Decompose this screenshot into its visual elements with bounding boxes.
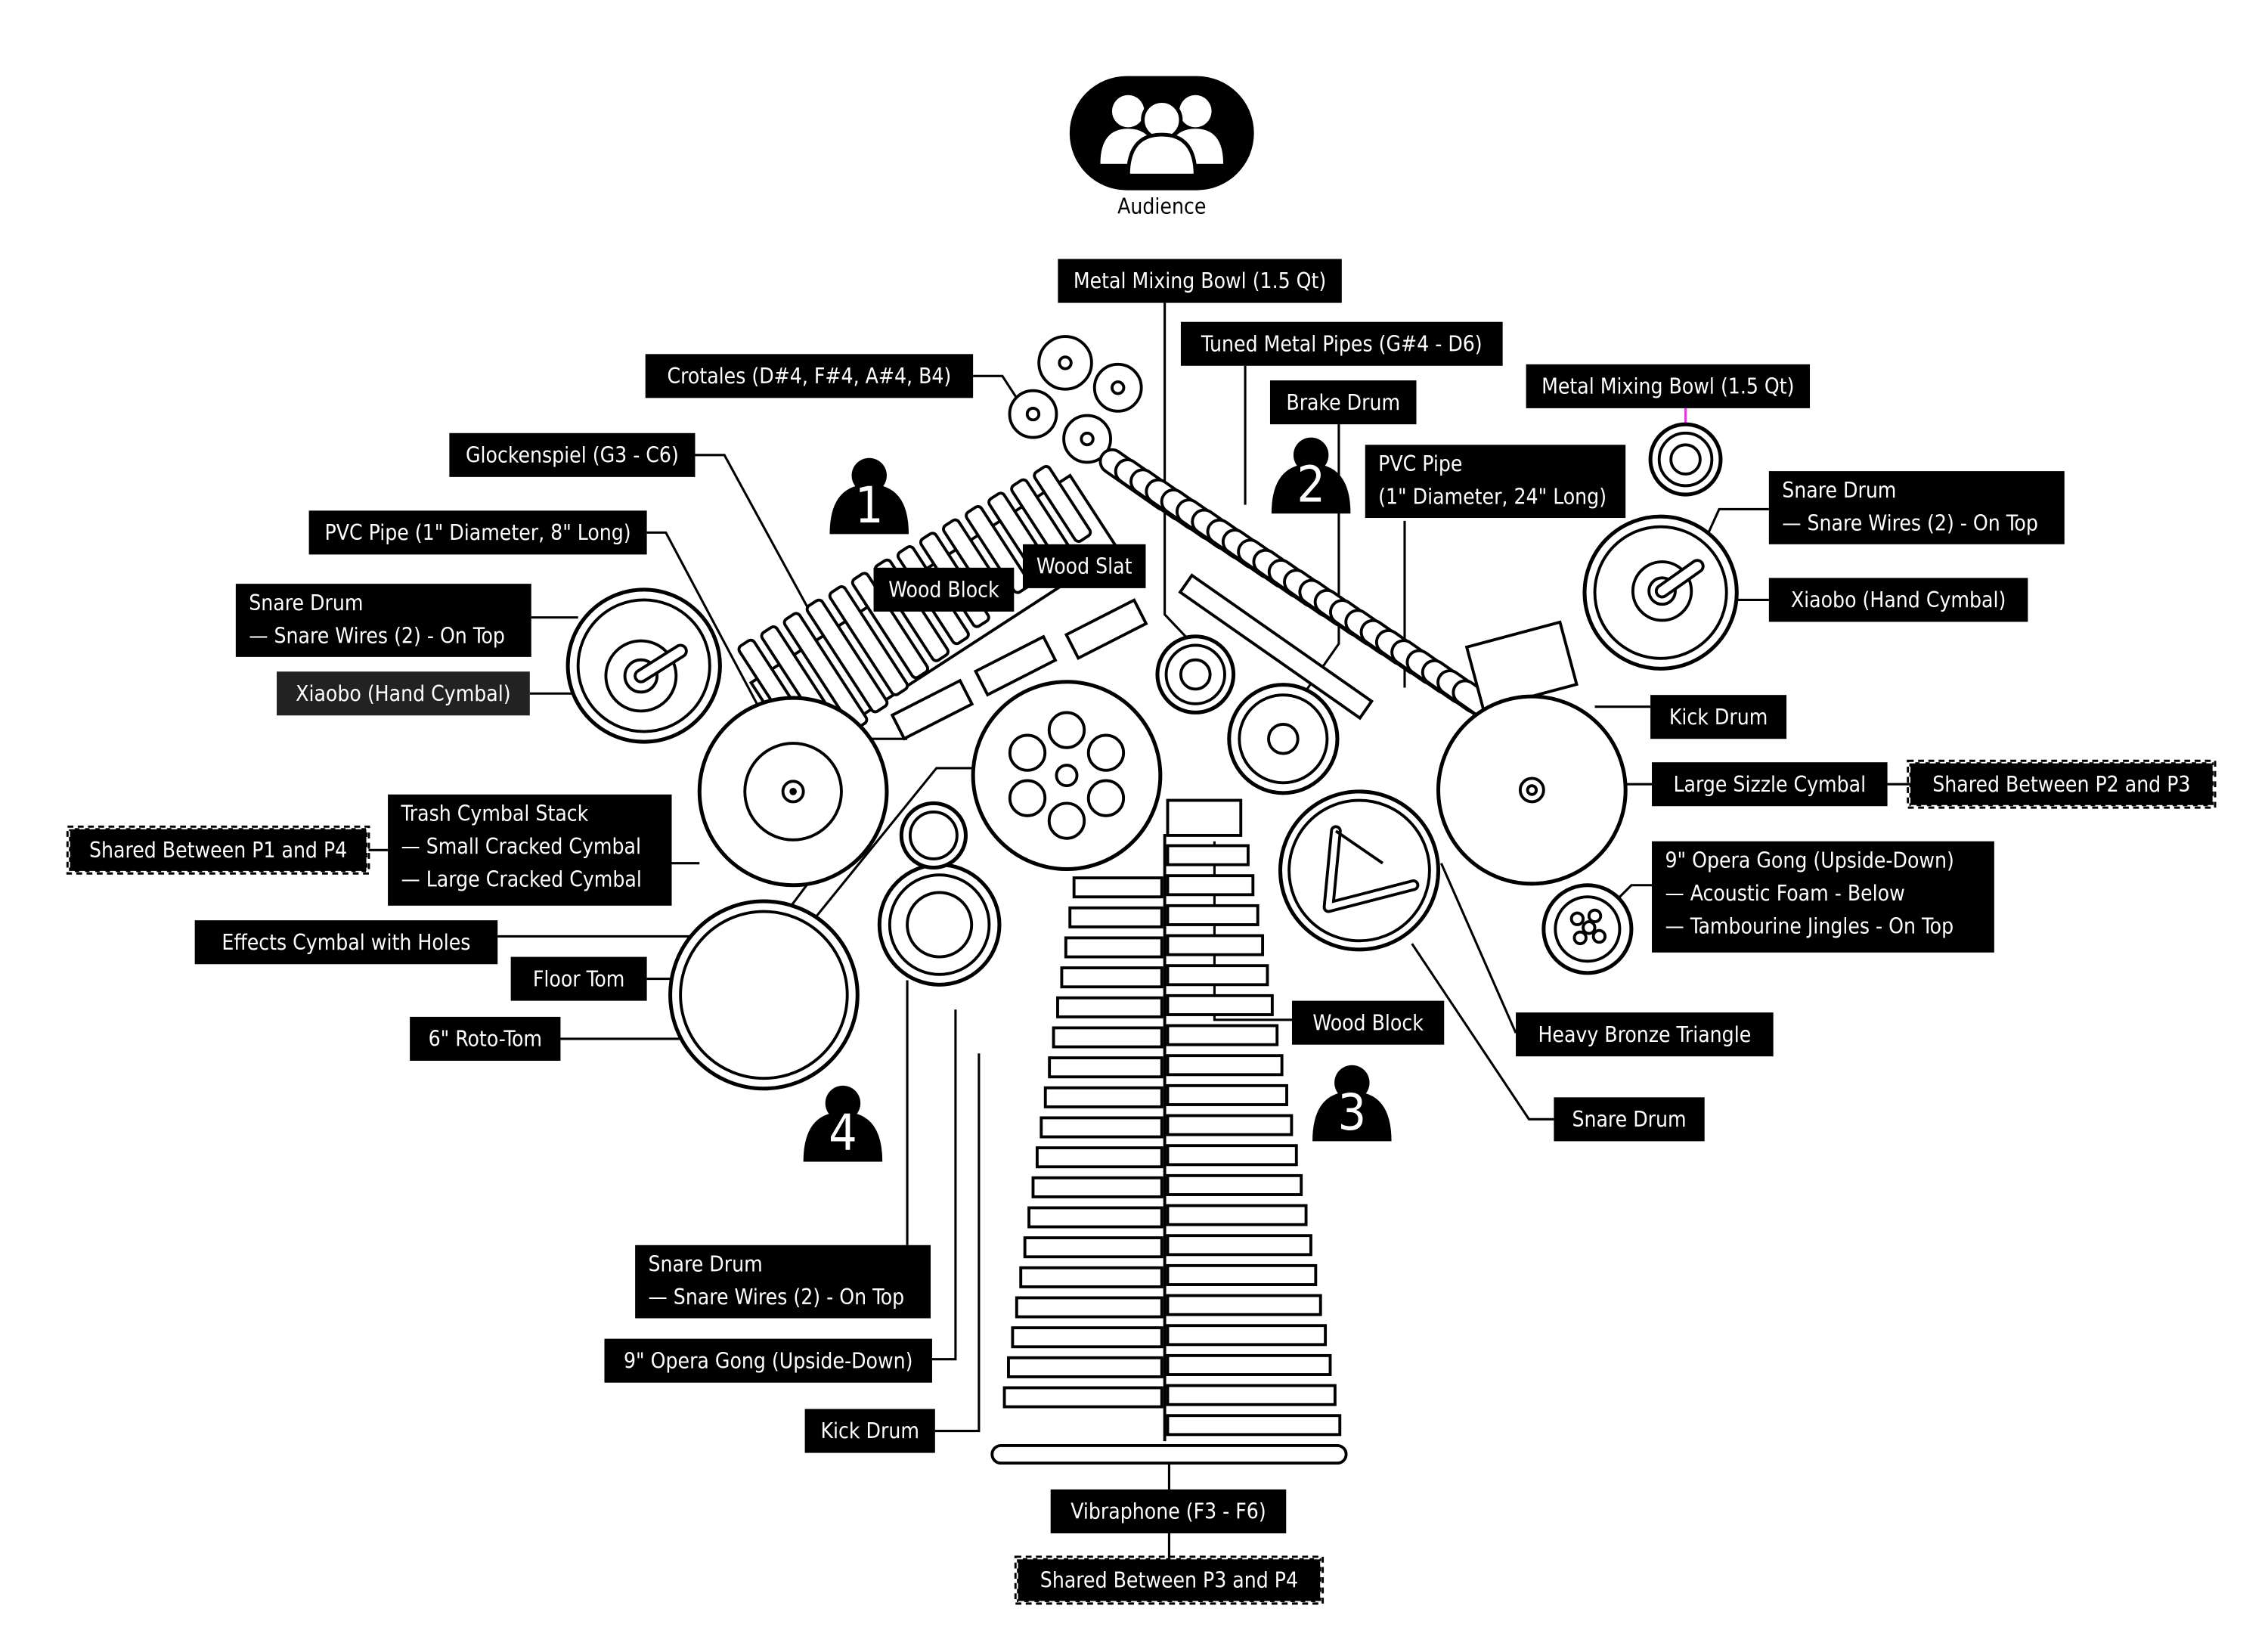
label-text: — Snare Wires (2) - On Top: [1782, 510, 2038, 535]
label-vibraphone: Vibraphone (F3 - F6): [1050, 1489, 1287, 1533]
audience-icon: [1069, 76, 1254, 191]
label-text: — Small Cracked Cymbal: [401, 834, 642, 859]
kick-drum-p2-instrument: [1436, 620, 1628, 886]
label-text: Snare Drum: [649, 1252, 763, 1277]
label-text: Large Sizzle Cymbal: [1673, 772, 1866, 797]
label-xiaobo-p2: Xiaobo (Hand Cymbal): [1768, 578, 2028, 622]
label-pvc-pipe-8: PVC Pipe (1" Diameter, 8" Long): [308, 510, 647, 555]
vibraphone-instrument: [990, 798, 1348, 1465]
label-text: Xiaobo (Hand Cymbal): [1791, 587, 2006, 612]
triangle-snare-instrument: [1278, 789, 1441, 952]
label-text: Wood Block: [1312, 1010, 1424, 1035]
player-number: 3: [1338, 1083, 1367, 1142]
player-number: 4: [829, 1104, 857, 1162]
effects-cymbal-instrument: [971, 680, 1163, 871]
label-text: Snare Drum: [1782, 478, 1896, 503]
metal-mixing-bowl-2-instrument: [1648, 422, 1723, 497]
label-text: — Acoustic Foam - Below: [1665, 881, 1904, 906]
label-text: Heavy Bronze Triangle: [1538, 1022, 1751, 1047]
label-large-sizzle-cymbal: Large Sizzle Cymbal: [1652, 762, 1888, 807]
snare-drum-p2-instrument: [1582, 514, 1739, 671]
label-text: Shared Between P2 and P3: [1932, 772, 2190, 797]
label-floor-tom: Floor Tom: [510, 956, 647, 1001]
metal-mixing-bowl-1-instrument: [1155, 634, 1236, 715]
label-kick-drum-p2: Kick Drum: [1650, 695, 1787, 739]
label-opera-gong-p4: 9" Opera Gong (Upside-Down): [604, 1338, 932, 1383]
label-text: — Snare Wires (2) - On Top: [649, 1285, 905, 1310]
label-text: Wood Block: [888, 578, 999, 603]
snare-drum-p1-instrument: [565, 587, 722, 744]
label-metal-mixing-bowl-2: Metal Mixing Bowl (1.5 Qt): [1526, 364, 1811, 408]
trash-cymbal-instrument: [697, 696, 889, 888]
label-text: Metal Mixing Bowl (1.5 Qt): [1074, 268, 1326, 293]
label-trash-cymbal-stack: Trash Cymbal Stack — Small Cracked Cymbal…: [388, 794, 672, 906]
label-text: — Snare Wires (2) - On Top: [249, 623, 505, 648]
label-effects-cymbal: Effects Cymbal with Holes: [194, 920, 498, 965]
label-heavy-bronze-triangle: Heavy Bronze Triangle: [1516, 1012, 1774, 1057]
label-xiaobo-p1: Xiaobo (Hand Cymbal): [277, 671, 530, 716]
label-text: Metal Mixing Bowl (1.5 Qt): [1541, 374, 1794, 399]
label-metal-mixing-bowl-1: Metal Mixing Bowl (1.5 Qt): [1058, 259, 1342, 303]
label-crotales: Crotales (D#4, F#4, A#4, B4): [645, 354, 974, 398]
label-text: Effects Cymbal with Holes: [222, 930, 470, 955]
label-text: (1" Diameter, 24" Long): [1378, 485, 1606, 510]
opera-gong-p3-instrument: [1541, 883, 1634, 975]
label-wood-slat: Wood Slat: [1022, 544, 1146, 588]
label-opera-gong-p3: 9" Opera Gong (Upside-Down) — Acoustic Fo…: [1652, 841, 1994, 953]
label-shared-p1-p4: Shared Between P1 and P4: [66, 825, 370, 875]
label-text: Tuned Metal Pipes (G#4 - D6): [1201, 331, 1483, 356]
label-text: Trash Cymbal Stack: [401, 801, 589, 826]
label-pvc-pipe-24: PVC Pipe (1" Diameter, 24" Long): [1365, 445, 1626, 519]
label-shared-p3-p4: Shared Between P3 and P4: [1014, 1555, 1325, 1605]
label-text: Vibraphone (F3 - F6): [1070, 1499, 1266, 1524]
wood-blocks: [890, 598, 1148, 741]
label-text: Xiaobo (Hand Cymbal): [296, 681, 510, 706]
player-marker-4: 4: [803, 1085, 883, 1162]
label-text: Wood Slat: [1036, 554, 1132, 579]
pvc-pipe-24-instrument: [1178, 573, 1374, 721]
player-marker-2: 2: [1271, 437, 1351, 514]
audience-label: Audience: [1117, 194, 1206, 219]
label-text: 9" Opera Gong (Upside-Down): [1665, 848, 1954, 873]
snare-drum-p4-instrument: [877, 801, 1002, 987]
label-text: Shared Between P3 and P4: [1040, 1568, 1298, 1593]
label-text: Snare Drum: [1572, 1107, 1686, 1132]
label-snare-drum-p2: Snare Drum — Snare Wires (2) - On Top: [1768, 471, 2065, 544]
label-text: Kick Drum: [1669, 705, 1768, 730]
label-shared-p2-p3: Shared Between P2 and P3: [1907, 759, 2217, 809]
crotales-instrument: [1008, 335, 1143, 464]
tuned-metal-pipes-instrument: [1098, 448, 1517, 733]
label-snare-drum-p4: Snare Drum — Snare Wires (2) - On Top: [635, 1245, 931, 1319]
player-number: 2: [1297, 456, 1325, 514]
label-brake-drum: Brake Drum: [1269, 380, 1417, 425]
label-text: — Large Cracked Cymbal: [401, 867, 642, 892]
label-text: 9" Opera Gong (Upside-Down): [624, 1348, 912, 1373]
label-text: 6" Roto-Tom: [429, 1027, 542, 1052]
label-glockenspiel: Glockenspiel (G3 - C6): [449, 432, 696, 477]
label-snare-drum-p1: Snare Drum — Snare Wires (2) - On Top: [235, 584, 531, 657]
label-wood-block-p3: Wood Block: [1291, 1000, 1445, 1045]
label-snare-drum-p3: Snare Drum: [1554, 1097, 1705, 1142]
player-number: 1: [855, 476, 884, 535]
floor-tom-instrument: [668, 899, 860, 1091]
label-wood-block-p1: Wood Block: [873, 567, 1015, 612]
label-text: Kick Drum: [820, 1418, 919, 1443]
label-tuned-metal-pipes: Tuned Metal Pipes (G#4 - D6): [1180, 321, 1503, 366]
label-text: Crotales (D#4, F#4, A#4, B4): [668, 364, 952, 389]
label-roto-tom: 6" Roto-Tom: [410, 1016, 561, 1061]
label-text: Glockenspiel (G3 - C6): [466, 442, 679, 467]
label-text: Shared Between P1 and P4: [89, 838, 347, 863]
player-marker-3: 3: [1312, 1065, 1392, 1142]
label-text: — Tambourine Jingles - On Top: [1665, 914, 1954, 939]
label-text: Snare Drum: [249, 591, 363, 615]
label-kick-drum-p4: Kick Drum: [804, 1409, 935, 1453]
player-marker-1: 1: [829, 457, 909, 535]
label-text: PVC Pipe (1" Diameter, 8" Long): [325, 520, 631, 545]
label-text: PVC Pipe: [1378, 451, 1462, 476]
label-text: Floor Tom: [533, 966, 624, 991]
label-text: Brake Drum: [1286, 390, 1400, 415]
brake-drum-instrument: [1227, 683, 1340, 795]
